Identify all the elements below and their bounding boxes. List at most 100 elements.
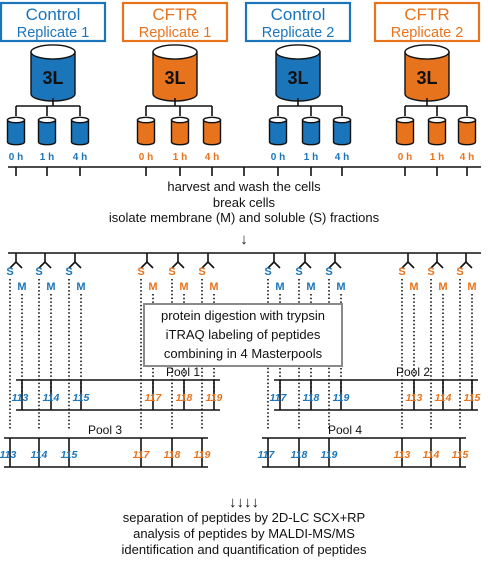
fork-branch-m	[273, 261, 281, 269]
step-harvest: harvest and wash the cells	[167, 179, 321, 194]
itraq-tag: 114	[31, 449, 48, 461]
fork-branch-m	[407, 261, 415, 269]
membrane-label: M	[148, 281, 157, 293]
down-arrow: ↓	[240, 231, 248, 248]
fork-branch-s	[171, 261, 179, 269]
culture-tube-body	[268, 119, 288, 146]
itraq-tag: 115	[73, 392, 90, 404]
membrane-label: M	[209, 281, 218, 293]
membrane-label: M	[336, 281, 345, 293]
culture-tube-body	[170, 119, 190, 146]
step-break: break cells	[213, 195, 276, 210]
replicate-title: CFTR	[152, 5, 197, 24]
culture-tube-body	[6, 119, 26, 146]
soluble-label: S	[137, 266, 144, 278]
culture-tube-rim	[301, 116, 321, 124]
flask-3l-3	[275, 44, 321, 102]
fork-branch-s	[298, 261, 306, 269]
culture-tube-rim	[70, 116, 90, 124]
culture-tube-rim	[170, 116, 190, 124]
membrane-label: M	[438, 281, 447, 293]
culture-tube	[70, 116, 90, 146]
soluble-label: S	[325, 266, 332, 278]
fork-branch-s	[68, 261, 76, 269]
replicate-subtitle: Replicate 2	[391, 25, 464, 41]
itraq-tag: 113	[406, 392, 423, 404]
culture-tube	[6, 116, 26, 146]
soluble-label: S	[198, 266, 205, 278]
culture-tube	[268, 116, 288, 146]
flask-3l-4-body	[404, 51, 450, 102]
membrane-label: M	[46, 281, 55, 293]
membrane-label: M	[179, 281, 188, 293]
fork-branch-s	[140, 261, 148, 269]
soluble-label: S	[168, 266, 175, 278]
culture-tube-body	[301, 119, 321, 146]
replicate-subtitle: Replicate 2	[262, 25, 335, 41]
soluble-label: S	[398, 266, 405, 278]
culture-tube-body	[395, 119, 415, 146]
timepoint-label: 4 h	[73, 152, 87, 163]
fork-branch-s	[430, 261, 438, 269]
fork-branch-m	[15, 261, 23, 269]
itraq-tag: 118	[291, 449, 308, 461]
culture-tube	[427, 116, 447, 146]
fork-branch-m	[334, 261, 342, 269]
replicate-title: Control	[26, 5, 81, 24]
timepoint-label: 0 h	[271, 152, 285, 163]
timepoint-label: 1 h	[430, 152, 444, 163]
flask-3l-2-body	[152, 51, 198, 102]
itraq-tag: 113	[12, 392, 29, 404]
culture-tube	[170, 116, 190, 146]
itraq-tag: 115	[464, 392, 481, 404]
culture-tube-rim	[37, 116, 57, 124]
replicate-box-1	[0, 1, 107, 43]
soluble-label: S	[456, 266, 463, 278]
culture-tube-rim	[427, 116, 447, 124]
flask-3l-1-body	[30, 51, 76, 102]
pool-name: Pool 3	[88, 423, 122, 437]
soluble-label: S	[427, 266, 434, 278]
timepoint-label: 0 h	[9, 152, 23, 163]
replicate-subtitle: Replicate 1	[139, 25, 212, 41]
replicate-title: Control	[271, 5, 326, 24]
soluble-label: S	[295, 266, 302, 278]
culture-tube-body	[136, 119, 156, 146]
flask-volume-label: 3L	[287, 68, 308, 88]
culture-tube-rim	[332, 116, 352, 124]
culture-tube-body	[202, 119, 222, 146]
fork-branch-m	[74, 261, 82, 269]
timepoint-label: 1 h	[40, 152, 54, 163]
replicate-box-3	[244, 1, 352, 43]
culture-tube-body	[70, 119, 90, 146]
fork-branch-s	[459, 261, 467, 269]
membrane-label: M	[17, 281, 26, 293]
culture-tube-body	[427, 119, 447, 146]
itraq-tag: 114	[43, 392, 60, 404]
membrane-label: M	[76, 281, 85, 293]
itraq-tag: 117	[258, 449, 276, 461]
replicate-box-4	[373, 1, 481, 43]
fork-branch-m	[177, 261, 185, 269]
flask-3l-1	[30, 44, 76, 102]
culture-tube	[136, 116, 156, 146]
combining-step: combining in 4 Masterpools	[164, 346, 323, 361]
itraq-tag: 117	[270, 392, 288, 404]
flask-volume-label: 3L	[416, 68, 437, 88]
culture-tube-rim	[457, 116, 477, 124]
membrane-label: M	[467, 281, 476, 293]
step-identification: identification and quantification of pep…	[121, 542, 367, 557]
fork-branch-s	[267, 261, 275, 269]
replicate-subtitle: Replicate 1	[17, 25, 90, 41]
timepoint-label: 4 h	[205, 152, 219, 163]
itraq-tag: 119	[333, 392, 350, 404]
flask-3l-3-body	[275, 51, 321, 102]
itraq-tag: 115	[61, 449, 78, 461]
culture-tube-body	[332, 119, 352, 146]
flask-3l-2	[152, 44, 198, 102]
timepoint-label: 0 h	[139, 152, 153, 163]
replicate-box-2	[121, 1, 229, 43]
fork-branch-s	[201, 261, 209, 269]
flask-3l-3-rim	[275, 44, 321, 60]
